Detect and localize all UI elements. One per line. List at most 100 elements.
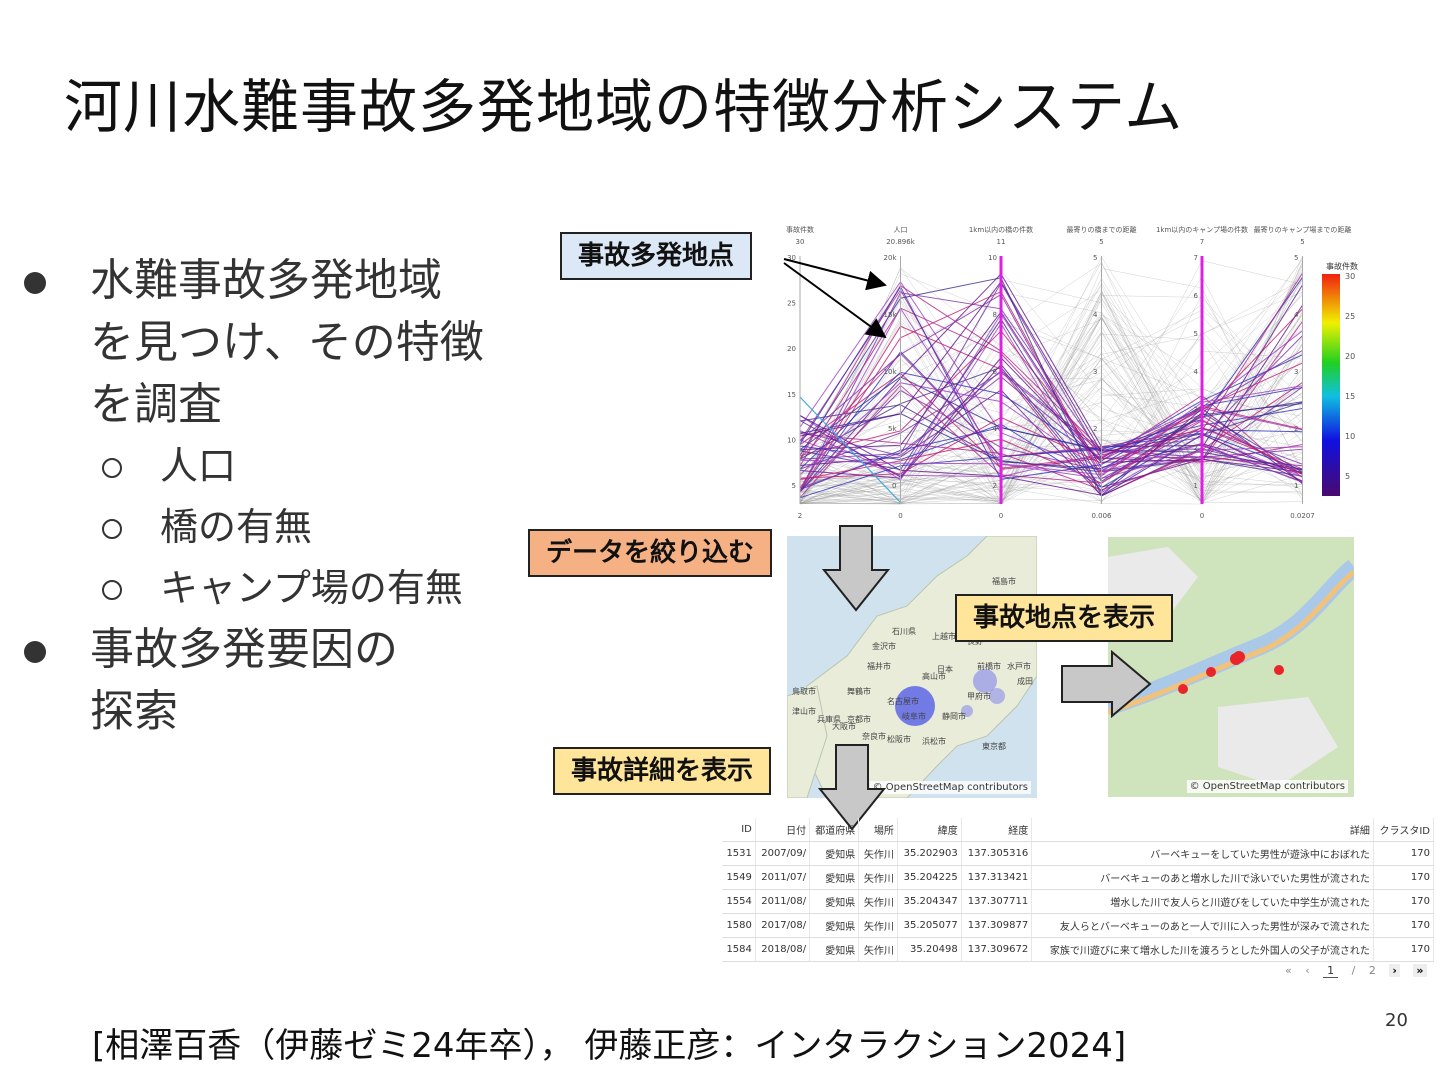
context-line <box>799 294 1303 505</box>
axis-tick-label: 6 <box>993 368 998 376</box>
context-line <box>799 273 1303 492</box>
prev-page-button[interactable]: ‹ <box>1305 964 1310 977</box>
first-page-button[interactable]: « <box>1285 964 1292 977</box>
colorbar-title: 事故件数 <box>1326 261 1358 271</box>
axis-title: 1km以内の橋の件数 <box>969 225 1033 234</box>
down-arrow-2 <box>818 744 886 831</box>
context-line <box>799 261 1303 484</box>
highlighted-line <box>799 382 1303 483</box>
context-line <box>799 316 1303 503</box>
axis-tick-label: 4 <box>1093 311 1098 319</box>
column-header[interactable]: ID <box>722 818 756 842</box>
highlighted-line <box>799 401 1303 470</box>
parallel-coordinates-chart[interactable]: 事故件数30230252015105人口20.896k020k15k10k5k0… <box>780 222 1435 520</box>
japan-cluster-map[interactable]: © OpenStreetMap contributors 福島市石川県上越市長野… <box>787 536 1037 798</box>
table-cell: 愛知県 <box>809 865 860 890</box>
map-place-label: 日本 <box>937 665 953 674</box>
highlighted-line <box>799 307 1303 492</box>
accident-location-map[interactable]: © OpenStreetMap contributors <box>1108 537 1354 797</box>
map-place-label: 前橋市 <box>977 662 1001 671</box>
context-line <box>799 377 1303 498</box>
table-cell: 愛知県 <box>809 937 860 962</box>
context-line <box>799 261 1303 505</box>
axis-tick-label: 20 <box>787 345 796 353</box>
table-cell: 愛知県 <box>809 841 860 866</box>
context-line <box>799 265 1303 500</box>
bullet-text-line: 水難事故多発地域 <box>90 255 442 306</box>
pointer-arrows <box>783 258 887 339</box>
map-place-label: 東京都 <box>982 742 1006 751</box>
map-credit[interactable]: © OpenStreetMap contributors <box>869 781 1031 794</box>
citation: [相澤百香（伊藤ゼミ24年卒）， 伊藤正彦：インタラクション2024] <box>92 1026 1127 1066</box>
axis-title: 最寄りの橋までの距離 <box>1067 225 1137 234</box>
axis-title: 最寄りのキャンプ場までの距離 <box>1254 225 1352 234</box>
table-cell: 愛知県 <box>809 913 860 938</box>
highlighted-line <box>799 312 1303 476</box>
table-cell: 35.204347 <box>897 889 962 914</box>
table-cell: バーベキューをしていた男性が遊泳中におぼれた <box>1031 841 1374 866</box>
map-place-label: 浜松市 <box>922 737 946 746</box>
next-page-button[interactable]: › <box>1389 964 1400 977</box>
colorbar-tick-label: 15 <box>1345 392 1355 401</box>
axis-title: 1km以内のキャンプ場の件数 <box>1156 225 1248 234</box>
table-cell: 170 <box>1373 841 1435 866</box>
axis-tick-label: 5 <box>1194 330 1198 338</box>
label-filter-data: データを絞り込む <box>528 529 773 577</box>
label-show-locations: 事故地点を表示 <box>955 594 1174 642</box>
highlighted-line <box>799 330 1303 459</box>
context-line <box>799 260 1303 505</box>
context-line <box>799 270 1303 504</box>
table-cell: 1554 <box>722 889 756 914</box>
table-cell: 1584 <box>722 937 756 962</box>
table-cell: 矢作川 <box>858 913 898 938</box>
context-line <box>799 319 1303 493</box>
axis-tick-label: 0 <box>892 482 896 490</box>
circle-bullet-icon <box>102 519 122 539</box>
map-credit[interactable]: © OpenStreetMap contributors <box>1186 780 1348 793</box>
table-cell: 2011/08/ <box>755 889 811 914</box>
map-place-label: 岐阜市 <box>902 712 926 721</box>
axis-tick-label: 10 <box>988 254 997 262</box>
map-place-label: 奈良市 <box>862 732 886 741</box>
total-pages: 2 <box>1368 964 1376 977</box>
axis-tick-label: 8 <box>993 311 997 319</box>
colorbar-tick-label: 30 <box>1345 272 1355 281</box>
axis-max-label: 30 <box>796 238 805 246</box>
table-cell: 友人らとバーベキューのあと一人で川に入った男性が深みで流された <box>1031 913 1374 938</box>
column-header[interactable]: 緯度 <box>897 818 962 842</box>
table-cell: バーベキューのあと増水した川で泳いでいた男性が流された <box>1031 865 1374 890</box>
circle-bullet-icon <box>102 580 122 600</box>
context-line <box>799 311 1303 502</box>
highlighted-line <box>799 280 1303 482</box>
current-page-input[interactable]: 1 <box>1323 964 1339 978</box>
colorbar-tick-label: 20 <box>1345 352 1355 361</box>
axis-tick-label: 15 <box>787 391 796 399</box>
context-line <box>799 333 1303 505</box>
table-cell: 1580 <box>722 913 756 938</box>
axis-title: 事故件数 <box>786 225 814 234</box>
axis-tick-label: 7 <box>1194 254 1198 262</box>
last-page-button[interactable]: » <box>1413 964 1427 977</box>
axis-tick-label: 10 <box>787 436 796 444</box>
column-header[interactable]: 場所 <box>858 818 898 842</box>
sub-bullet-item: キャンプ場の有無 <box>20 558 540 619</box>
map-place-label: 名古屋市 <box>887 697 919 706</box>
table-cell: 35.205077 <box>897 913 962 938</box>
highlighted-line <box>799 396 901 503</box>
column-header[interactable]: 都道府県 <box>809 818 860 842</box>
column-header[interactable]: 詳細 <box>1031 818 1374 842</box>
column-header[interactable]: 経度 <box>961 818 1033 842</box>
context-line <box>799 369 1303 505</box>
circle-bullet-icon <box>102 458 122 478</box>
sub-bullet-item: 人口 <box>20 436 540 497</box>
table-cell: 137.309672 <box>961 937 1033 962</box>
map-place-label: 松阪市 <box>887 735 911 744</box>
column-header[interactable]: クラスタID <box>1373 818 1435 842</box>
column-header[interactable]: 日付 <box>755 818 811 842</box>
